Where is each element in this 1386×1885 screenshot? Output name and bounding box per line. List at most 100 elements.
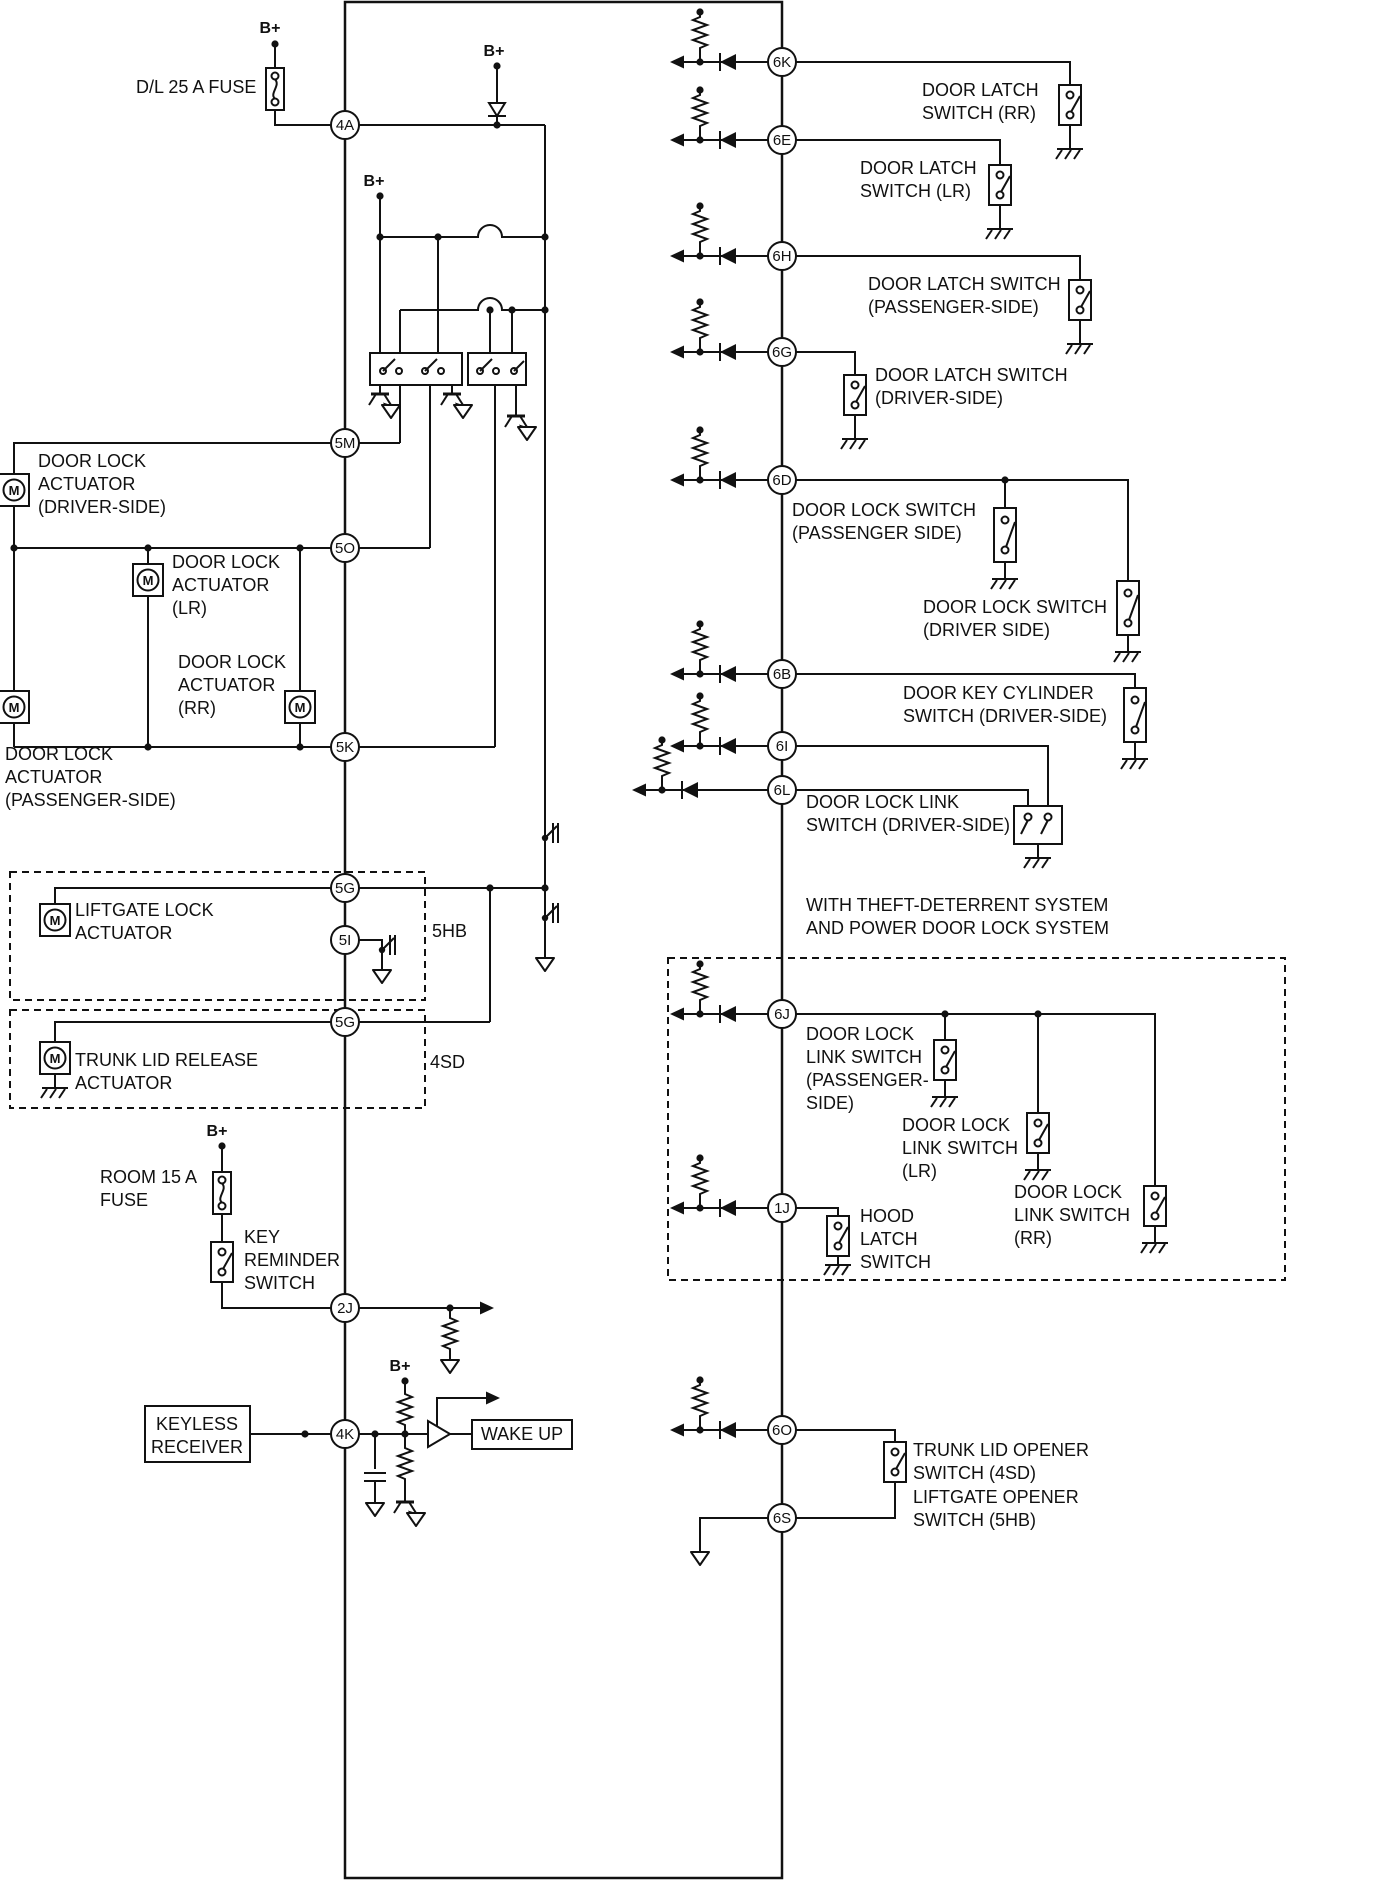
connector-circle <box>330 533 360 563</box>
connector-5i-label: 5I <box>339 932 352 949</box>
wire <box>796 479 1129 652</box>
dl-fuse-label: D/L 25 A FUSE <box>136 77 256 97</box>
connector-circle <box>330 925 360 955</box>
theft-system-note: WITH THEFT-DETERRENT SYSTEM AND POWER DO… <box>806 895 1109 938</box>
door-key-cylinder-switch: DOOR KEY CYLINDER SWITCH (DRIVER-SIDE) <box>796 673 1149 770</box>
liftgate-lock-circuit: M LIFTGATE LOCK ACTUATOR 5HB <box>9 871 545 1023</box>
wire <box>796 61 1071 149</box>
connector-5m-label: 5M <box>335 435 356 452</box>
ground-arrow-icon <box>406 1512 426 1527</box>
ground-arrow-icon <box>535 957 555 972</box>
lock-passenger-label: DOOR LOCK SWITCH <box>792 500 976 520</box>
connector-6e-label: 6E <box>773 132 791 149</box>
control-module-outline <box>343 0 784 1880</box>
actuator-driver-label: (DRIVER-SIDE) <box>38 497 166 517</box>
ground-icon <box>1113 651 1142 663</box>
connector-circle <box>767 999 797 1029</box>
ground-arrow-icon <box>453 404 473 419</box>
ground-arrow-icon <box>365 1502 385 1517</box>
wire <box>796 139 1001 229</box>
actuator-rr-label: (RR) <box>178 698 216 718</box>
wire <box>796 1207 839 1265</box>
actuator-lr-label: (LR) <box>172 598 207 618</box>
theft-config-box <box>667 957 1286 1281</box>
connector-1j: 1J <box>767 1193 797 1223</box>
wire <box>796 1013 1156 1243</box>
connector-6i-label: 6I <box>776 738 789 755</box>
ground-icon <box>985 228 1014 240</box>
liftgate-opener-label: LIFTGATE OPENER <box>913 1487 1079 1507</box>
connector-circle <box>767 659 797 689</box>
door-lock-link-switch-lr: DOOR LOCK LINK SWITCH (LR) <box>902 1010 1052 1181</box>
trunk-opener-label: TRUNK LID OPENER <box>913 1440 1089 1460</box>
liftgate-actuator-label: LIFTGATE LOCK <box>75 900 214 920</box>
connector-circle <box>330 1419 360 1449</box>
connector-6b: 6B <box>767 659 797 689</box>
wire <box>54 1021 331 1088</box>
link-passenger-label: (PASSENGER- <box>806 1070 929 1090</box>
keyless-receiver-label: RECEIVER <box>151 1437 243 1457</box>
signal-arrow-icon <box>480 1301 494 1315</box>
connector-circle <box>767 1503 797 1533</box>
ground-icon <box>990 578 1019 590</box>
relay-block: B+ <box>359 173 545 748</box>
connector-circle <box>330 732 360 762</box>
liftgate-opener-label: SWITCH (5HB) <box>913 1510 1036 1530</box>
ground-arrow-icon <box>372 969 392 984</box>
ground-arrow-icon <box>381 404 401 419</box>
connector-6d: 6D <box>767 465 797 495</box>
actuator-lr-label: DOOR LOCK <box>172 552 280 572</box>
ground-icon <box>1023 1169 1052 1181</box>
wire <box>399 385 517 747</box>
switch-icon <box>1068 279 1092 321</box>
connector-4a-label: 4A <box>336 117 354 134</box>
key-reminder-switch-icon <box>210 1241 234 1283</box>
link-rr-label: DOOR LOCK <box>1014 1182 1122 1202</box>
input-network <box>670 426 768 489</box>
ground-arrow-icon <box>440 1359 460 1374</box>
actuator-passenger-label: (PASSENGER-SIDE) <box>5 790 176 810</box>
motor-letter: M <box>9 700 20 715</box>
connector-4k-label: 4K <box>336 1426 354 1443</box>
trunk-actuator-label: TRUNK LID RELEASE <box>75 1050 258 1070</box>
ground-icon <box>1120 758 1149 770</box>
room-fuse-label: ROOM 15 A <box>100 1167 197 1187</box>
wire <box>359 1307 480 1360</box>
actuator-passenger-label: DOOR LOCK <box>5 744 113 764</box>
wire <box>359 124 546 958</box>
switch-icon <box>883 1441 907 1483</box>
wire <box>400 297 545 311</box>
ground-icon <box>823 1264 852 1276</box>
connector-circle <box>767 731 797 761</box>
key-cylinder-label: SWITCH (DRIVER-SIDE) <box>903 706 1107 726</box>
wire <box>379 237 513 353</box>
connector-5k-label: 5K <box>336 739 354 756</box>
motor-letter: M <box>50 1051 61 1066</box>
ground-icon <box>840 438 869 450</box>
connector-circle <box>767 241 797 271</box>
bplus-label: B+ <box>484 43 505 60</box>
wire <box>436 1397 486 1426</box>
connector-5g-liftgate: 5G <box>330 873 360 903</box>
connector-5g-trunk: 5G <box>330 1007 360 1037</box>
input-network <box>670 202 768 265</box>
fuse-icon <box>212 1171 232 1215</box>
door-latch-switch-rr: DOOR LATCH SWITCH (RR) <box>796 61 1084 160</box>
motor-letter: M <box>50 913 61 928</box>
input-network <box>670 298 768 361</box>
switch-icon <box>1026 1112 1050 1154</box>
key-reminder-label: KEY <box>244 1227 280 1247</box>
switch-icon <box>933 1039 957 1081</box>
wire <box>274 44 331 126</box>
connector-6b-label: 6B <box>773 666 791 683</box>
latch-rr-label: SWITCH (RR) <box>922 103 1036 123</box>
connector-2j: 2J <box>330 1293 360 1323</box>
latch-passenger-label: (PASSENGER-SIDE) <box>868 297 1039 317</box>
wire <box>796 745 1049 858</box>
link-passenger-label: LINK SWITCH <box>806 1047 922 1067</box>
connector-6s-label: 6S <box>773 1510 791 1527</box>
input-network <box>670 86 768 149</box>
connector-2j-label: 2J <box>337 1300 353 1317</box>
wire <box>147 548 301 747</box>
ground-icon <box>1023 857 1052 869</box>
